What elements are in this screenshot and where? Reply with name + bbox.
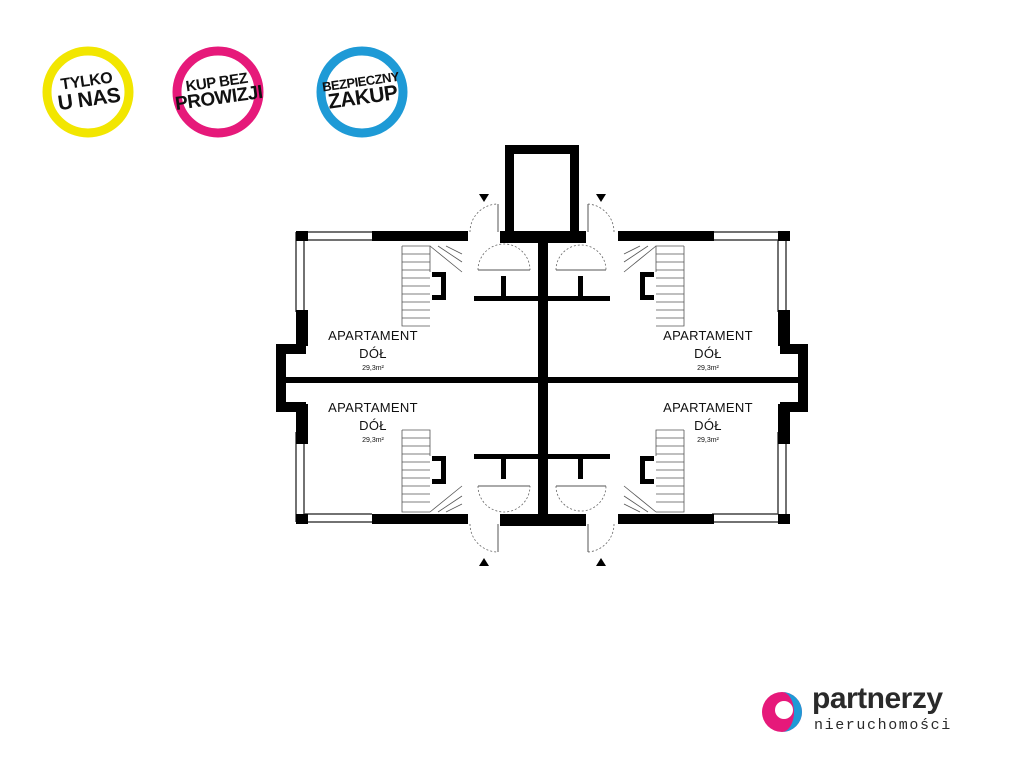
wall (474, 454, 610, 459)
badge-ring-blue (316, 46, 408, 138)
stair-steps (402, 437, 430, 503)
wall (296, 231, 308, 241)
wall (618, 231, 714, 241)
wall (778, 514, 790, 524)
door-leaf (478, 269, 606, 487)
door-swings (469, 203, 615, 553)
room-name: APARTAMENT (328, 328, 418, 343)
stair-winders (623, 485, 657, 513)
stair-winders (623, 245, 657, 273)
partnerzy-logo: partnerzy nieruchomości (760, 682, 1000, 742)
logo-main-text: partnerzy (812, 682, 943, 715)
stair-bottom-right (655, 429, 685, 513)
wall (578, 276, 583, 298)
door-arc (477, 485, 531, 513)
room-level: DÓŁ (694, 346, 722, 361)
room-level: DÓŁ (359, 346, 387, 361)
wall (276, 344, 306, 354)
stairs (401, 245, 685, 513)
stair-steps (656, 253, 684, 319)
wall (276, 402, 306, 412)
wall (778, 231, 790, 241)
door-arc (555, 244, 607, 271)
wall (501, 457, 506, 479)
stair-winders (429, 485, 463, 513)
stair-bracket (640, 456, 654, 484)
stair-bracket (640, 272, 654, 300)
room-labels: APARTAMENT DÓŁ 29,3m² APARTAMENT DÓŁ 29,… (328, 328, 753, 444)
wall (778, 310, 790, 346)
entry-arrow-icon (596, 558, 606, 566)
door-arc (469, 523, 499, 553)
badge-ring-yellow (42, 46, 134, 138)
badge-bezpieczny-zakup: BEZPIECZNY ZAKUP (314, 44, 410, 140)
wall (618, 514, 714, 524)
wall (780, 344, 808, 354)
entry-arrows (479, 194, 606, 566)
room-name: APARTAMENT (663, 400, 753, 415)
wall (276, 344, 286, 412)
stair-bracket (432, 456, 446, 484)
room-area: 29,3m² (697, 365, 719, 372)
door-arc (555, 485, 607, 512)
thick-walls (276, 145, 808, 526)
room-level: DÓŁ (359, 418, 387, 433)
wall (570, 145, 579, 233)
stair-bottom-left (401, 429, 431, 513)
wall (505, 145, 579, 154)
room-area: 29,3m² (697, 437, 719, 444)
room-level: DÓŁ (694, 418, 722, 433)
wall (500, 514, 586, 526)
entry-arrow-icon (479, 558, 489, 566)
entry-arrow-icon (596, 194, 606, 202)
wall (372, 514, 468, 524)
wall (474, 296, 610, 301)
wall (505, 145, 514, 233)
room-area: 29,3m² (362, 437, 384, 444)
badge-kup-bez-prowizji: KUP BEZ PROWIZJI (170, 44, 266, 140)
partnerzy-logo-icon (762, 692, 802, 732)
entry-arrow-icon (479, 194, 489, 202)
door-arc (587, 203, 615, 233)
wall (500, 231, 586, 243)
wall (578, 457, 583, 479)
wall (296, 310, 308, 346)
door-leaves (478, 204, 606, 552)
wall (501, 276, 506, 298)
room-name: APARTAMENT (663, 328, 753, 343)
stair-steps (402, 253, 430, 319)
wall (286, 377, 798, 383)
outer-thin-walls (295, 231, 787, 523)
wall (778, 404, 790, 444)
wall (780, 402, 808, 412)
wall (798, 344, 808, 412)
logo-sub-text: nieruchomości (814, 717, 952, 734)
wall (296, 514, 308, 524)
badge-ring-magenta (172, 46, 264, 138)
door-arc (469, 203, 499, 233)
wall (372, 231, 468, 241)
stair-steps (656, 437, 684, 503)
wall (296, 404, 308, 444)
stair-winders (429, 245, 463, 273)
badge-tylko-u-nas: TYLKO U NAS (40, 44, 136, 140)
room-area: 29,3m² (362, 365, 384, 372)
room-name: APARTAMENT (328, 400, 418, 415)
door-arc (477, 243, 531, 271)
door-arc (587, 523, 615, 553)
stair-bracket (432, 272, 446, 300)
